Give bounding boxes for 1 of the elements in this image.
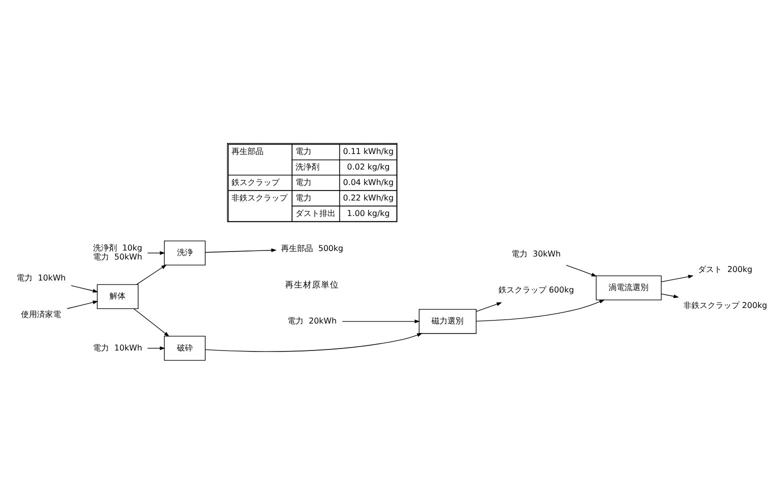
label: 再生材原単位 bbox=[285, 280, 340, 290]
